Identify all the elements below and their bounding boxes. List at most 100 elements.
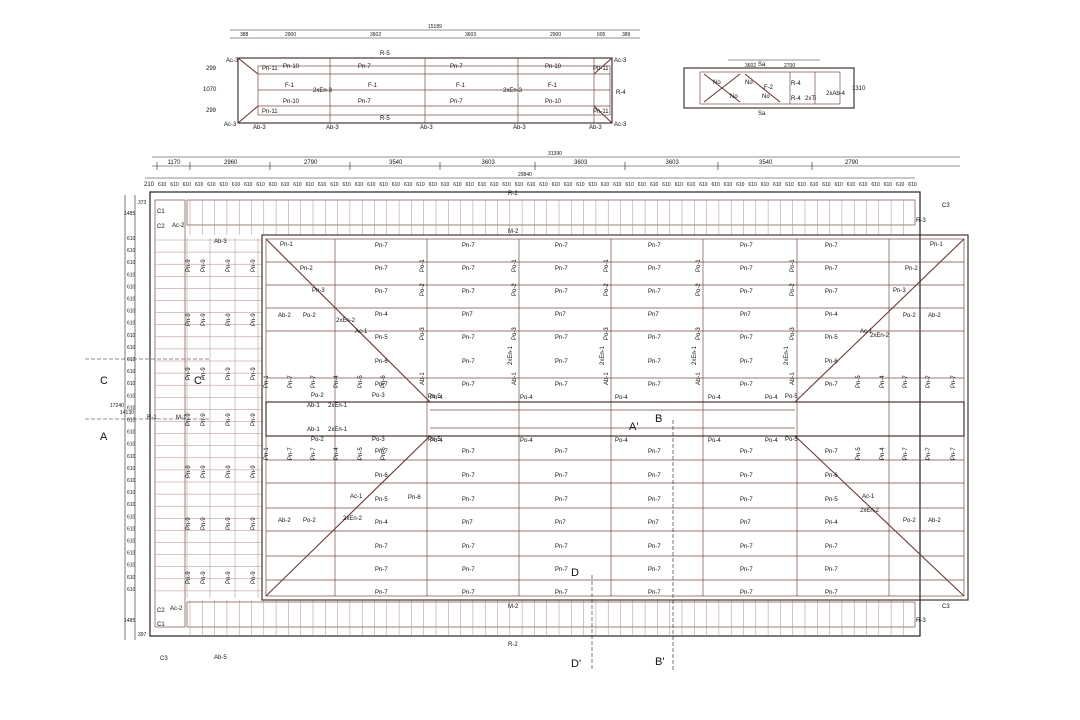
- main-pn-label-top: Pn7: [555, 312, 566, 318]
- main-top-seg-8: 3540: [759, 160, 773, 166]
- main-en2-a: 2xEn-2: [336, 318, 356, 324]
- main-en2-c: 2xEn-2: [343, 516, 363, 522]
- left-spacing-item: 610: [127, 587, 136, 593]
- detail-sa-bottom: Sa: [758, 111, 766, 117]
- main-vert-right-bottom: Pn-7: [951, 447, 957, 460]
- top-overall-dim: 15189: [428, 24, 442, 30]
- main-pn-label-top: Pn-7: [462, 335, 475, 341]
- main-en1-v: 2xEn-1: [784, 345, 790, 365]
- top-r5-bottom: R-5: [380, 116, 390, 122]
- main-ab1-v: Ab-1: [790, 372, 796, 385]
- top-ab3-b: Ab-3: [326, 125, 339, 131]
- detail-r4-b: R-4: [791, 96, 801, 102]
- left-spacing-item: 610: [127, 526, 136, 532]
- left-spacing-item: 610: [127, 405, 136, 411]
- spacing-item: 610: [183, 182, 192, 188]
- left-spacing-item: 610: [127, 393, 136, 399]
- main-pn-label-top: Pn-7: [740, 266, 753, 272]
- top-ab3-c: Ab-3: [420, 125, 433, 131]
- main-en1-v: 2xEn-1: [692, 345, 698, 365]
- main-po2: Po-2: [790, 283, 796, 296]
- left-spacing-item: 610: [127, 260, 136, 266]
- main-vert-right-bottom: Pn-7: [926, 447, 932, 460]
- spacing-item: 610: [343, 182, 352, 188]
- left-dim-total: 17240: [110, 403, 124, 409]
- detail-no-b: No: [745, 80, 753, 86]
- main-pn9: Pn-9: [201, 367, 207, 380]
- section-a: A: [100, 431, 108, 443]
- main-pn-label-bottom: Pn-7: [648, 544, 661, 550]
- main-m2-top: M-2: [508, 229, 519, 235]
- main-pn-label-top: Pn-7: [648, 289, 661, 295]
- left-spacing-item: 610: [127, 345, 136, 351]
- main-pn-label-bottom: Pn-7: [825, 567, 838, 573]
- top-segment-dims: 388 2900 3602 3603 2900 605 389: [240, 32, 631, 38]
- top-ab3-e: Ab-3: [589, 125, 602, 131]
- main-pn-label-bottom: Pn7: [462, 520, 473, 526]
- main-pn9: Pn-9: [226, 367, 232, 380]
- top-pn11-d: Pn-11: [593, 109, 609, 115]
- left-spacing-item: 610: [127, 430, 136, 436]
- spacing-item: 610: [761, 182, 770, 188]
- spacing-item: 610: [625, 182, 634, 188]
- main-pn9: Pn-9: [251, 465, 257, 478]
- detail-plan: 3602 2700 Sa Sa No No No No F-2 R-4 R-4 …: [683, 59, 866, 117]
- spacing-item: 610: [724, 182, 733, 188]
- main-pn-label-top: Pn-5: [375, 335, 388, 341]
- main-pn-label-bottom: Pn-7: [648, 449, 661, 455]
- spacing-item: 610: [675, 182, 684, 188]
- main-pn-label-top: Pn-7: [375, 289, 388, 295]
- main-pn9: Pn-9: [251, 413, 257, 426]
- main-po2: Po-2: [604, 283, 610, 296]
- detail-no-d: No: [762, 94, 770, 100]
- main-overall-dim: 31390: [548, 151, 562, 157]
- main-en1-b: 2xEn-1: [328, 427, 348, 433]
- top-seg-5: 2900: [550, 32, 561, 38]
- top-seg-1: 388: [240, 32, 249, 38]
- main-pn-label-top: Pn-7: [740, 382, 753, 388]
- main-inner-dim: 29840: [518, 172, 532, 178]
- detail-no-a: No: [713, 80, 721, 86]
- main-pn-label-top: Pn-7: [462, 243, 475, 249]
- main-pn-label-bottom: Pn-7: [375, 567, 388, 573]
- main-vert-left-bottom: Pn-1: [264, 447, 270, 460]
- spacing-item: 610: [170, 182, 179, 188]
- main-pn-label-bottom: Pn-5: [375, 497, 388, 503]
- main-pn9: Pn-9: [226, 517, 232, 530]
- left-spacing-item: 610: [127, 309, 136, 315]
- top-seg-2: 2900: [285, 32, 296, 38]
- main-pn-label-top: Pn-7: [462, 266, 475, 272]
- main-en2-b: 2xEn-2: [870, 333, 890, 339]
- top-framing-plan: 15189 388 2900 3602 3603 2900 605 389 R-…: [203, 24, 640, 131]
- top-en3-a: 2xEn-3: [313, 88, 333, 94]
- main-pn-label-bottom: Pn-7: [648, 473, 661, 479]
- main-pn9: Pn-9: [251, 259, 257, 272]
- main-pn-label-top: Pn-6: [825, 359, 838, 365]
- main-pn-label-top: Pn-7: [648, 359, 661, 365]
- main-r3-a: R-3: [916, 218, 926, 224]
- spacing-item: 610: [773, 182, 782, 188]
- main-ab2-a: Ab-2: [278, 313, 291, 319]
- spacing-first: 210: [144, 182, 155, 188]
- main-en1-v: 2xEn-1: [508, 345, 514, 365]
- main-po5-a: Po-5: [428, 394, 441, 400]
- main-pn-label-bottom: Pn-7: [375, 544, 388, 550]
- main-pn-label-top: Pn-7: [825, 266, 838, 272]
- main-pn-label-bottom: Pn-7: [555, 590, 568, 596]
- main-pn-label-bottom: Pn-7: [825, 544, 838, 550]
- left-spacing-item: 610: [127, 381, 136, 387]
- main-r3-b: R-3: [916, 618, 926, 624]
- spacing-item: 610: [871, 182, 880, 188]
- main-ab1-v: Ab-1: [696, 372, 702, 385]
- main-pn-label-top: Pn-7: [825, 382, 838, 388]
- detail-f2: F-2: [764, 85, 774, 91]
- main-pn9: Pn-9: [201, 313, 207, 326]
- detail-ab4: 2xAb-4: [826, 91, 846, 97]
- main-top-seg-4: 3540: [389, 160, 403, 166]
- main-po3-a: Po-3: [372, 393, 385, 399]
- left-spacing-item: 610: [127, 575, 136, 581]
- main-po4-bottom: Po-4: [520, 438, 533, 444]
- top-pn7-b: Pn-7: [450, 64, 463, 70]
- main-po2-d: Po-2: [903, 313, 916, 319]
